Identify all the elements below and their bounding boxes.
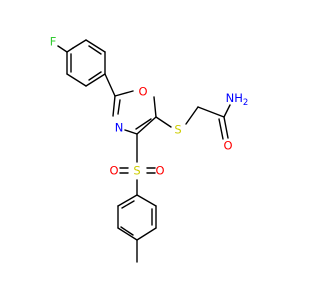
sulfonyl-oxygen-right-label: O <box>155 164 164 178</box>
oxazole-oxygen-label: O <box>138 85 147 99</box>
bonds <box>57 39 231 263</box>
sulfonyl-sulfur-label: S <box>133 164 140 178</box>
amide-nh2-label: NH2 <box>226 91 249 108</box>
oxazole-nitrogen-label: N <box>115 121 124 135</box>
structure-canvas: F O N S S O O O NH2 <box>50 35 249 263</box>
sulfonyl-oxygen-left-label: O <box>109 164 118 178</box>
carbonyl-oxygen-label: O <box>223 139 232 153</box>
molecule-drawing: F O N S S O O O NH2 <box>50 35 249 263</box>
fluorine-label: F <box>50 35 57 49</box>
atom-labels: F O N S S O O O NH2 <box>50 35 249 178</box>
thioether-sulfur-label: S <box>174 123 181 137</box>
